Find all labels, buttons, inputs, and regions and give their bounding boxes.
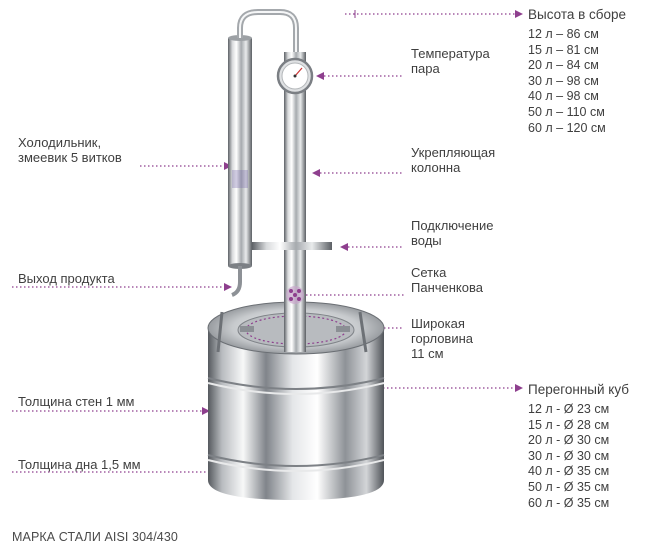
- column-label: Укрепляющая колонна: [411, 145, 496, 175]
- diameter-row: 60 л - Ø 35 см: [528, 495, 610, 510]
- mesh-label: Сетка Панченкова: [411, 265, 483, 295]
- column-pipe: [284, 52, 306, 352]
- wall-thickness-label: Толщина стен 1 мм: [18, 394, 135, 409]
- temperature-label: Температура пара: [411, 46, 490, 76]
- height-row: 15 л – 81 см: [528, 42, 599, 57]
- product-outlet-label: Выход продукта: [18, 271, 115, 286]
- height-row: 40 л – 98 см: [528, 89, 599, 104]
- diameter-row: 20 л - Ø 30 см: [528, 433, 610, 448]
- diameter-row: 12 л - Ø 23 см: [528, 402, 610, 416]
- diameter-row: 15 л - Ø 28 см: [528, 417, 610, 432]
- condenser-tube: [228, 38, 252, 266]
- mesh-marker: [286, 286, 304, 304]
- steel-grade-footer: МАРКА СТАЛИ AISI 304/430: [12, 530, 178, 544]
- still-title: Перегонный куб: [528, 382, 629, 397]
- height-row: 20 л – 84 см: [528, 58, 599, 73]
- diameter-row: 40 л - Ø 35 см: [528, 464, 610, 479]
- height-title: Высота в сборе: [528, 7, 627, 22]
- diameter-row: 50 л - Ø 35 см: [528, 479, 610, 494]
- water-label: Подключение воды: [411, 218, 494, 248]
- neck-label: Широкая горловина 11 см: [411, 316, 474, 361]
- bottom-thickness-label: Толщина дна 1,5 мм: [18, 457, 141, 472]
- height-row: 12 л – 86 см: [528, 27, 599, 41]
- water-connector: [252, 242, 332, 250]
- thermometer: [276, 57, 314, 95]
- condenser-label: Холодильник, змеевик 5 витков: [18, 135, 122, 165]
- height-row: 30 л – 98 см: [528, 73, 599, 88]
- diameter-row: 30 л - Ø 30 см: [528, 448, 610, 463]
- height-row: 50 л – 110 см: [528, 104, 605, 119]
- height-row: 60 л – 120 см: [528, 120, 606, 135]
